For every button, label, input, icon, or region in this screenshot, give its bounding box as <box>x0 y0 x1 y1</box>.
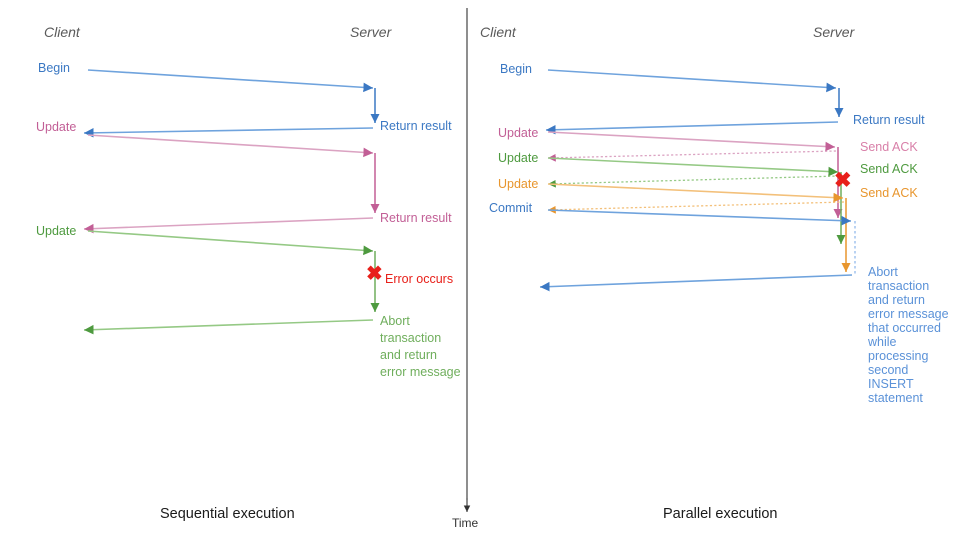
arrow-abort-return-sequential <box>83 319 374 335</box>
arrow-commit-request <box>547 209 852 226</box>
label-return-result-right: Return result <box>853 113 925 127</box>
panel-parallel <box>539 69 856 292</box>
lane-header-server-left: Server <box>350 24 391 42</box>
abort-right-line-9: statement <box>868 391 923 405</box>
label-error-occurs-left: Error occurs <box>385 272 454 286</box>
label-return-result-1-left: Return result <box>380 119 452 133</box>
abort-right-line-2: and return <box>868 293 925 307</box>
arrow-ack-1-dotted <box>547 150 837 162</box>
label-return-result-2-left: Return result <box>380 211 452 225</box>
label-send-ack-2: Send ACK <box>860 162 918 176</box>
arrow-return-result-1 <box>83 127 374 138</box>
label-send-ack-1: Send ACK <box>860 140 918 154</box>
panel-sequential <box>83 69 380 335</box>
caption-sequential: Sequential execution <box>160 506 295 522</box>
abort-right-line-3: error message <box>868 307 949 321</box>
lane-header-server-right-label: Server <box>813 24 855 40</box>
lane-header-client-left: Client <box>44 24 80 42</box>
abort-right-line-4: that occurred <box>868 321 941 335</box>
arrow-update-2-request <box>87 230 374 256</box>
abort-line-2: and return <box>380 348 437 362</box>
lane-header-client-left-label: Client <box>44 24 80 40</box>
label-begin-right: Begin <box>500 62 532 76</box>
lane-header-server-right: Server <box>813 24 854 42</box>
arrow-ack-2-dotted <box>547 175 840 188</box>
abort-right-line-5: while <box>868 335 897 349</box>
lane-header-server-left-label: Server <box>350 24 392 40</box>
arrow-begin-request <box>87 69 374 93</box>
label-abort-message-right: Abort transaction and return error messa… <box>868 265 960 405</box>
abort-right-line-7: second <box>868 363 909 377</box>
arrow-return-result-parallel <box>545 121 839 135</box>
label-begin-left: Begin <box>38 61 70 75</box>
label-update-2-left: Update <box>36 224 77 238</box>
arrow-abort-return-parallel <box>539 274 853 292</box>
arrow-update-1-request <box>87 134 374 158</box>
abort-right-line-0: Abort <box>868 265 898 279</box>
lane-header-client-right: Client <box>480 24 516 42</box>
lane-header-client-right-label: Client <box>480 24 516 40</box>
label-commit-right: Commit <box>489 201 533 215</box>
label-send-ack-3: Send ACK <box>860 186 918 200</box>
caption-parallel: Parallel execution <box>663 506 778 522</box>
arrow-update-1-request-parallel <box>547 131 836 152</box>
arrow-return-result-2 <box>83 217 374 234</box>
abort-line-1: transaction <box>380 331 442 345</box>
label-update-2-right: Update <box>498 151 539 165</box>
arrow-begin-request-parallel <box>547 69 837 93</box>
abort-line-3: error message <box>380 365 461 379</box>
label-update-1-left: Update <box>36 120 77 134</box>
label-update-3-right: Update <box>498 177 539 191</box>
abort-right-line-8: INSERT <box>868 377 914 391</box>
abort-right-line-6: processing <box>868 349 929 363</box>
abort-right-line-1: transaction <box>868 279 930 293</box>
label-update-1-right: Update <box>498 126 539 140</box>
error-x-icon-right: ✖ <box>834 169 852 192</box>
arrow-update-2-request-parallel <box>547 157 839 177</box>
error-x-icon-left: ✖ <box>366 263 383 285</box>
arrow-ack-3-dotted <box>547 201 845 214</box>
label-abort-message-left: Abort transaction and return error messa… <box>380 313 470 381</box>
abort-line-0: Abort <box>380 314 410 328</box>
arrow-update-3-request-parallel <box>547 183 844 203</box>
time-axis-label: Time <box>452 516 479 530</box>
